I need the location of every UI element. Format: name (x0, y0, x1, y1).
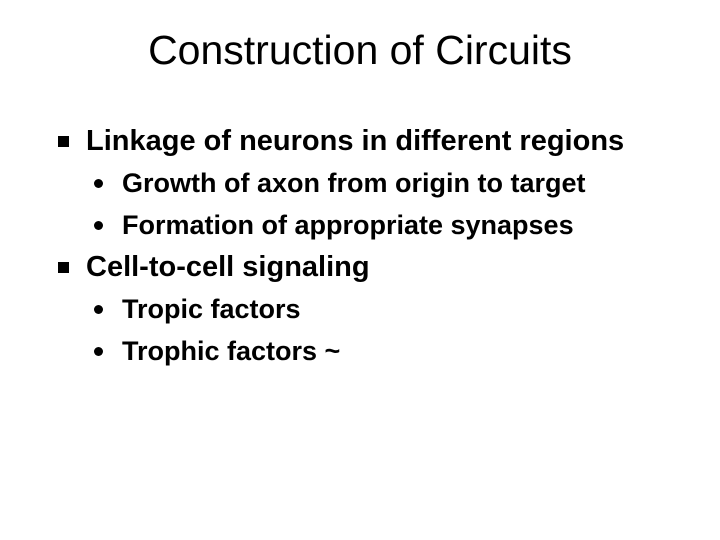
list-item-label: Growth of axon from origin to target (122, 168, 586, 198)
list-item: Trophic factors ~ (56, 330, 676, 372)
round-bullet-marker-icon (90, 162, 122, 204)
list-item-label: Formation of appropriate synapses (122, 210, 574, 240)
round-bullet-marker-icon (90, 288, 122, 330)
list-item-label: Linkage of neurons in different regions (86, 125, 625, 157)
square-bullet-marker-icon (56, 120, 86, 162)
page-title: Construction of Circuits (148, 27, 572, 73)
bullet-list: Linkage of neurons in different regions … (56, 120, 676, 372)
round-bullet-marker-icon (90, 330, 122, 372)
square-bullet-marker-icon (56, 246, 86, 288)
list-item-label: Trophic factors ~ (122, 336, 341, 366)
list-item-label: Tropic factors (122, 294, 301, 324)
list-item: Cell-to-cell signaling (56, 246, 676, 288)
list-item: Growth of axon from origin to target (56, 162, 676, 204)
list-item: Tropic factors (56, 288, 676, 330)
list-item: Linkage of neurons in different regions (56, 120, 676, 162)
list-item-label: Cell-to-cell signaling (86, 251, 370, 283)
list-item: Formation of appropriate synapses (56, 204, 676, 246)
round-bullet-marker-icon (90, 204, 122, 246)
